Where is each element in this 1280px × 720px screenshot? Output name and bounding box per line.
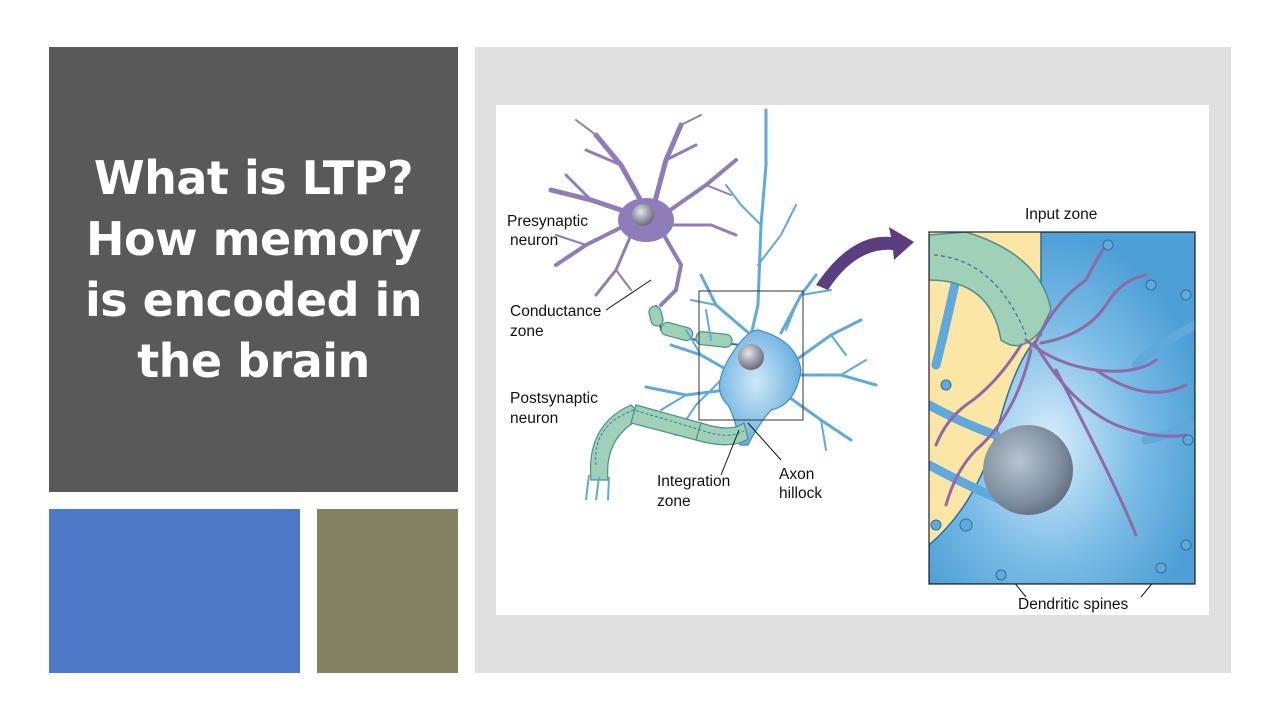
label-axon-line1: Axon [779, 466, 814, 483]
input-zone-inset [929, 232, 1195, 584]
title-panel: What is LTP? How memory is encoded in th… [49, 47, 458, 492]
label-conductance-line2: zone [510, 323, 544, 340]
inset-axon-terminals [934, 243, 1188, 537]
presynaptic-nucleus [632, 204, 654, 226]
title-line-4: the brain [137, 333, 370, 388]
label-dendritic-spines: Dendritic spines [1018, 596, 1129, 613]
blue-accent-block [49, 509, 300, 673]
label-integration-line1: Integration [657, 473, 730, 490]
slide-title: What is LTP? How memory is encoded in th… [74, 148, 434, 392]
inset-nucleus [983, 425, 1073, 515]
zoom-box [698, 290, 804, 421]
label-input-zone: Input zone [1025, 206, 1097, 223]
inset-frame [928, 231, 1196, 585]
neuron-diagram-svg: Presynaptic neuron Conductance zone Post… [507, 108, 1196, 613]
label-postsynaptic-line1: Postsynaptic [510, 390, 598, 407]
title-line-2: How memory [86, 211, 421, 266]
neuron-diagram: Presynaptic neuron Conductance zone Post… [496, 105, 1209, 615]
postsynaptic-nucleus [738, 344, 764, 370]
title-line-3: is encoded in [84, 272, 423, 327]
postsynaptic-myelin [589, 404, 749, 481]
zoom-arrow [816, 227, 914, 290]
inset-myelin [929, 232, 1052, 347]
label-presynaptic-line1: Presynaptic [507, 213, 588, 230]
presynaptic-myelin [648, 305, 733, 348]
label-postsynaptic-line2: neuron [510, 410, 558, 427]
olive-accent-block [317, 509, 458, 673]
label-conductance-line1: Conductance [510, 303, 601, 320]
inset-spines [930, 239, 1194, 581]
label-integration-line2: zone [657, 493, 691, 510]
title-line-1: What is LTP? [93, 150, 414, 205]
presynaptic-neuron [548, 114, 738, 307]
label-axon-line2: hillock [779, 485, 822, 502]
label-presynaptic-line2: neuron [510, 232, 558, 249]
